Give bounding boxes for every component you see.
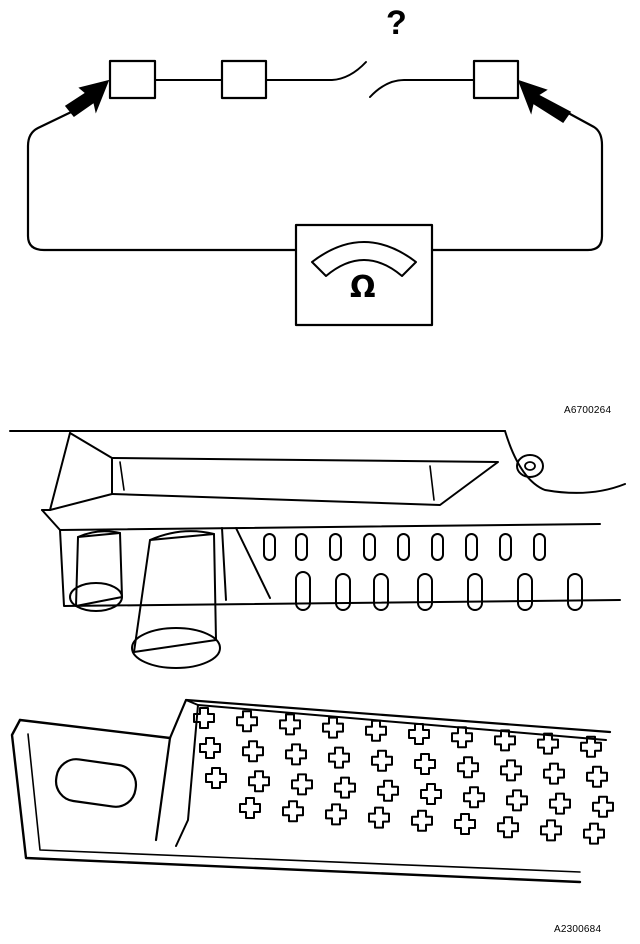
housing-front-bottom [59,529,621,607]
mounting-flange-outline [10,718,582,884]
cross-terminal-hole [282,800,304,823]
flange-slot-hole [54,758,138,808]
figure-code-1: A6700264 [564,405,612,416]
housing-left-edge [41,432,71,511]
probe-arrow-icon [517,79,572,124]
terminal-block-front-edge [154,736,172,842]
cross-terminal-hole [543,762,565,785]
round-terminal-small [69,530,123,612]
cross-terminal-hole [451,726,473,749]
housing-front-top [41,509,601,531]
open-circuit-left-wire [265,61,367,81]
cross-terminal-hole [583,822,605,845]
open-circuit-right-wire [369,79,475,98]
cross-terminal-hole [457,756,479,779]
cross-terminal-hole [506,789,528,812]
housing-slot [111,457,499,506]
mounting-flange-inner-edge [27,733,581,873]
cross-terminal-hole [494,729,516,752]
cross-terminal-hole [368,806,390,829]
cross-terminal-hole [334,776,356,799]
housing-left-face [49,432,113,511]
blade-pin-row-upper [263,533,546,561]
housing-curved-edge [504,430,626,494]
cross-terminal-hole [454,813,476,835]
cross-terminal-hole [242,740,264,763]
probe-arrow-icon [64,79,110,118]
cross-terminal-hole [365,719,387,742]
round-terminal-large [131,530,221,669]
cross-terminal-hole [549,792,571,815]
cross-terminal-hole [592,795,614,818]
test-lead-left [26,100,298,252]
cross-terminal-hole [463,786,485,809]
cross-terminal-hole [239,797,261,819]
cross-terminal-hole [420,783,442,805]
cross-terminal-hole [279,713,301,736]
cross-terminal-hole [408,723,430,745]
cross-terminal-hole [291,773,313,796]
test-lead-right [430,100,604,252]
cross-terminal-hole [322,716,344,739]
cross-terminal-hole [497,816,519,839]
cross-terminal-hole [248,770,270,793]
blade-pin-row-lower [295,571,583,611]
cross-terminal-hole [236,710,258,733]
terminal-block-inner-top [197,704,607,741]
cross-terminal-hole [540,819,562,842]
cross-terminal-grid [193,707,614,845]
cross-terminal-hole [325,803,347,826]
cross-terminal-hole [586,765,608,788]
cross-terminal-hole [193,707,215,729]
cross-terminal-hole [328,746,350,769]
cross-terminal-hole [285,743,307,766]
mounting-hole-icon [516,454,544,478]
ohmmeter-icon [294,223,434,327]
cross-terminal-hole [411,809,433,832]
cross-terminal-hole [371,749,393,772]
unknown-connection-mark: ? [386,4,407,42]
ohm-symbol: Ω [350,270,376,305]
pin-bay-divider [221,527,271,601]
cross-terminal-hole [377,779,399,802]
mounting-flange-top [18,718,172,740]
figure-code-2: A2300684 [554,924,602,935]
cross-terminal-hole [580,735,602,758]
slot-inner-lines [119,461,435,501]
terminal-block-side [175,699,199,847]
cross-terminal-hole [500,759,522,782]
cross-terminal-hole [414,753,436,775]
cross-terminal-hole [537,732,559,755]
cross-terminal-hole [199,737,221,759]
cross-terminal-hole [205,767,227,789]
